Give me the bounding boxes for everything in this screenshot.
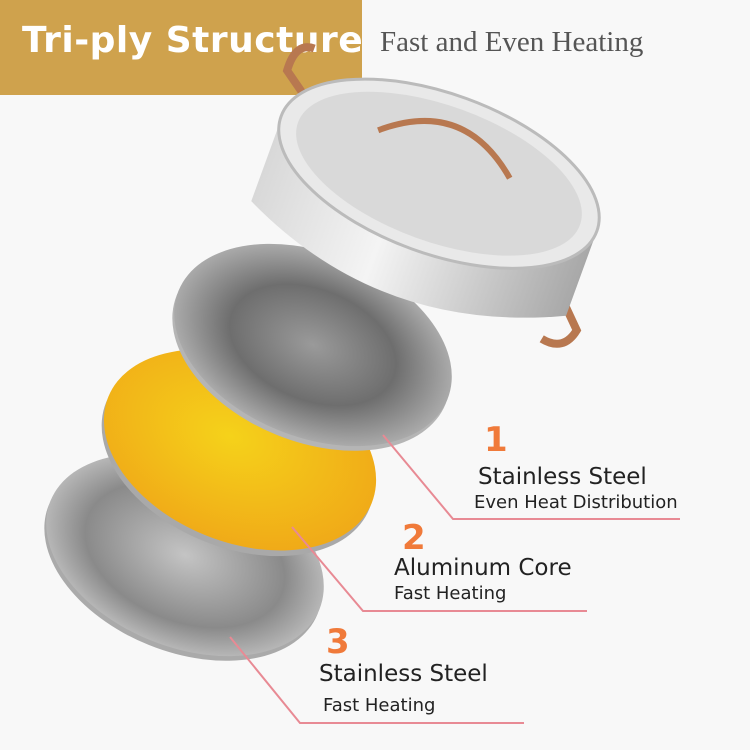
layer-3-name: Stainless Steel: [319, 661, 488, 687]
page-subtitle: Fast and Even Heating: [380, 26, 644, 58]
page-title: Tri-ply Structure: [22, 20, 364, 61]
layer-2-name: Aluminum Core: [394, 555, 572, 581]
layer-1-name: Stainless Steel: [478, 464, 647, 490]
top-steel-disc: [172, 243, 452, 451]
layer-1-number: 1: [484, 420, 508, 460]
pot: [251, 43, 601, 348]
layer-3-benefit: Fast Heating: [323, 695, 436, 716]
layer-3-number: 3: [326, 622, 350, 662]
right-handle: [539, 302, 582, 348]
layer-2-number: 2: [402, 518, 426, 558]
callout-line-1: [382, 434, 680, 520]
callout-line-2: [291, 526, 587, 612]
lid-handle: [377, 117, 513, 180]
layer-2-benefit: Fast Heating: [394, 583, 507, 604]
layer-1-benefit: Even Heat Distribution: [474, 492, 678, 513]
left-handle: [282, 43, 316, 102]
callout-line-3: [229, 636, 524, 724]
